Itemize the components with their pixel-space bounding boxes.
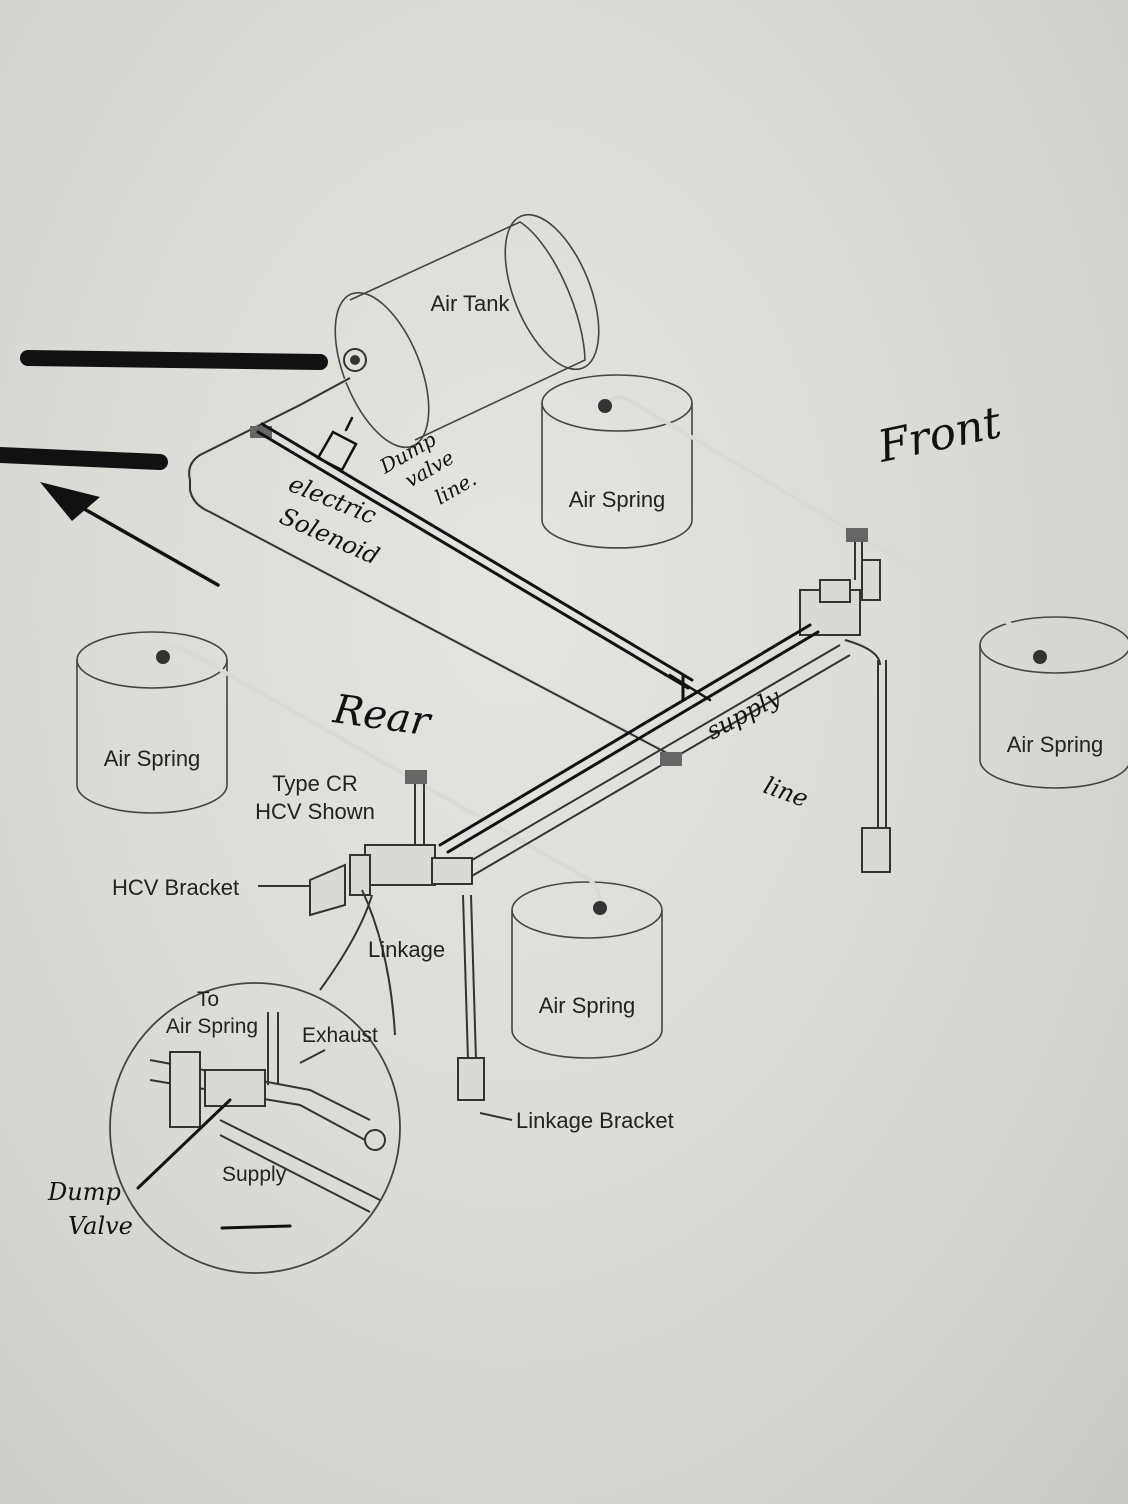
to-label: To — [197, 988, 219, 1011]
front-hcv — [799, 559, 881, 666]
air-spring-detail-label: Air Spring — [166, 1015, 258, 1038]
air-spring-front-left: Air Spring — [541, 374, 693, 549]
air-spring-rear-right: Air Spring — [511, 881, 663, 1059]
front-handwritten: Front — [873, 397, 1006, 473]
exhaust-label: Exhaust — [302, 1024, 378, 1047]
type-cr-label: Type CR — [272, 771, 358, 796]
linkage-label: Linkage — [368, 937, 445, 962]
dump-valve-handwritten: Dump — [47, 1178, 121, 1206]
line-handwritten: line — [760, 771, 812, 813]
linkage-bracket-label: Linkage Bracket — [516, 1108, 674, 1133]
arrow-head-icon — [40, 482, 100, 521]
air-spring-label: Air Spring — [569, 487, 666, 512]
air-tank-label: Air Tank — [430, 291, 510, 316]
air-tank: Air Tank — [334, 213, 600, 449]
leader-lines — [258, 885, 513, 1121]
detail-circle — [109, 889, 401, 1274]
marker-strokes — [0, 350, 328, 587]
air-spring-label: Air Spring — [104, 746, 201, 771]
air-spring-front-right: Air Spring — [979, 616, 1128, 789]
supply-label: Supply — [222, 1163, 287, 1186]
hcv-shown-label: HCV Shown — [255, 799, 375, 824]
rear-hcv — [309, 844, 473, 917]
rear-handwritten: Rear — [330, 686, 436, 746]
dump-valve-handwritten-2: Valve — [68, 1212, 133, 1240]
air-spring-label: Air Spring — [539, 993, 636, 1018]
air-spring-rear-left: Air Spring — [76, 631, 228, 814]
air-lines — [156, 376, 1047, 1101]
hcv-bracket-label: HCV Bracket — [112, 875, 239, 900]
dump-valve-line — [256, 422, 820, 854]
electric-solenoid — [316, 416, 358, 472]
air-spring-label: Air Spring — [1007, 732, 1104, 757]
